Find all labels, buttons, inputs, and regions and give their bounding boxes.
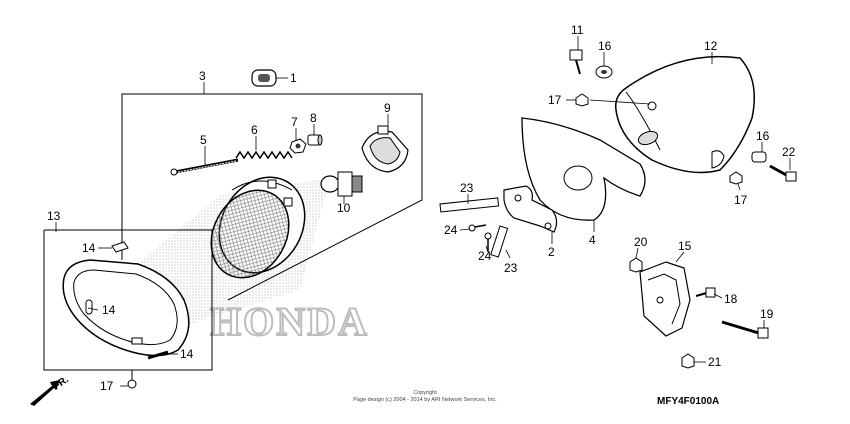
callout-15: 15 — [678, 239, 692, 253]
callout-3: 3 — [199, 69, 206, 83]
callout-16a: 16 — [598, 39, 612, 53]
callout-14a: 14 — [82, 241, 96, 255]
callout-20: 20 — [634, 235, 648, 249]
nut-part-21 — [681, 353, 695, 369]
cover-plate-4 — [521, 117, 646, 221]
callout-1: 1 — [290, 71, 297, 85]
callout-16b: 16 — [756, 129, 770, 143]
callout-13: 13 — [47, 209, 61, 223]
callout-5: 5 — [200, 133, 207, 147]
nut-part-7 — [289, 138, 307, 154]
plate-part-23-lower — [490, 225, 509, 258]
collar-part-8 — [307, 134, 323, 146]
bracket-part-15 — [639, 261, 691, 337]
nut-part-17-top — [575, 93, 651, 107]
housing-mount-lug — [711, 150, 725, 169]
callout-17b: 17 — [734, 193, 748, 207]
leader-lines — [55, 36, 791, 387]
callout-14c: 14 — [180, 347, 194, 361]
callout-21: 21 — [708, 355, 722, 369]
spring-part — [235, 150, 293, 160]
callout-8: 8 — [310, 111, 317, 125]
clip-part-14-bottom — [147, 350, 169, 360]
bolt-part-18 — [695, 287, 716, 298]
callout-11: 11 — [571, 23, 584, 37]
callout-24a: 24 — [444, 223, 458, 237]
callout-19: 19 — [760, 307, 774, 321]
callout-12: 12 — [704, 39, 718, 53]
group-box-13 — [43, 229, 213, 371]
bolt-part-11 — [569, 49, 583, 75]
socket-part — [361, 125, 409, 173]
copyright-line-2: Page design (c) 2004 - 2014 by ARI Netwo… — [353, 397, 497, 403]
stay-part-2 — [503, 185, 558, 233]
callout-4: 4 — [589, 233, 596, 247]
headlight-unit — [210, 176, 306, 279]
group-box-3 — [121, 93, 423, 301]
headlight-housing — [614, 55, 755, 174]
collar-part-16-right — [751, 151, 767, 163]
callout-14b: 14 — [102, 303, 116, 317]
headlight-rim — [62, 259, 190, 357]
plate-part-23-upper — [439, 197, 500, 213]
callout-24b: 24 — [478, 249, 492, 263]
bolt-part-22 — [769, 164, 797, 182]
callout-9: 9 — [384, 101, 391, 115]
diagram-code: MFY4F0100A — [657, 396, 719, 407]
collar-part-16-top — [595, 65, 613, 79]
bolt-part-19 — [721, 320, 769, 339]
copyright-line-1: Copyright — [413, 390, 437, 396]
direction-label: FR. — [51, 374, 71, 392]
screw-part-24-lower — [484, 232, 492, 252]
callout-10: 10 — [337, 201, 351, 215]
callout-6: 6 — [251, 123, 258, 137]
nut-part-17-right — [729, 171, 743, 185]
callout-17a: 17 — [548, 93, 562, 107]
callout-labels: 1 2 3 4 5 6 7 8 9 10 11 12 13 14 14 14 1… — [47, 23, 796, 393]
nut-part-20 — [629, 257, 643, 273]
bulb-part — [320, 171, 363, 197]
screw-part-24-upper — [468, 224, 487, 232]
grommet-part — [251, 69, 277, 87]
callout-17c: 17 — [100, 379, 114, 393]
front-direction-arrow: FR. — [30, 374, 71, 406]
callout-7: 7 — [291, 115, 298, 129]
callout-23b: 23 — [504, 261, 518, 275]
screw-part-17-rim — [127, 370, 137, 389]
callout-2: 2 — [548, 245, 555, 259]
callout-22: 22 — [782, 145, 796, 159]
clip-part-14-top — [111, 241, 129, 253]
callout-23a: 23 — [460, 181, 474, 195]
adjuster-screw-part — [170, 158, 239, 176]
callout-18: 18 — [724, 292, 738, 306]
